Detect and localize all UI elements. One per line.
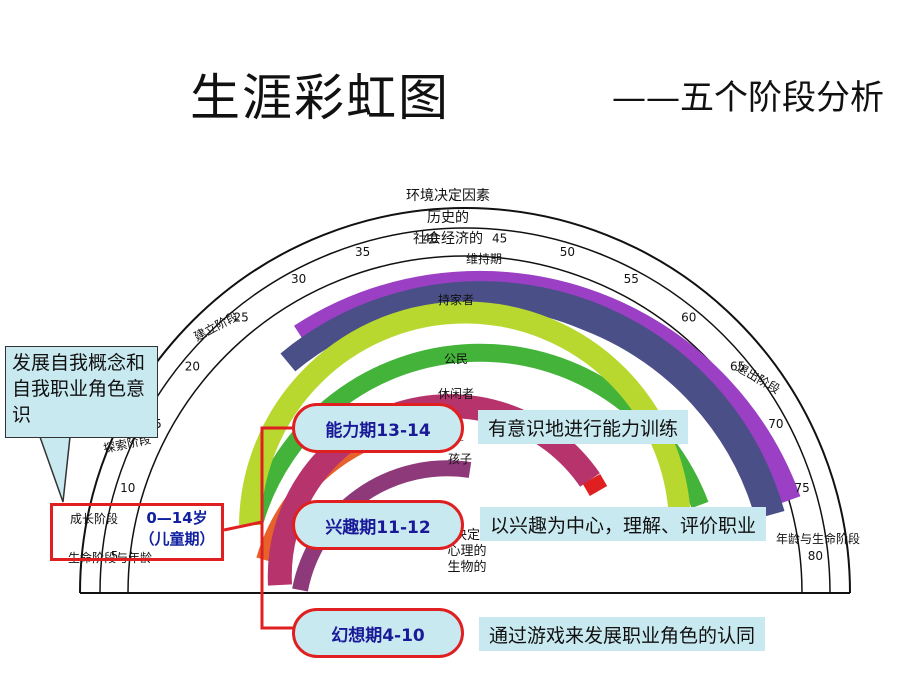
growth-stage-highlight — [50, 503, 224, 561]
interest-period-note: 以兴趣为中心，理解、评价职业 — [480, 507, 767, 541]
page-title: 生涯彩虹图 — [190, 69, 450, 127]
red-marker — [582, 473, 608, 497]
life-stage-right: 年龄与生命阶段 — [776, 531, 860, 546]
age-tick-10: 10 — [120, 481, 135, 495]
age-tick-60: 60 — [681, 310, 696, 324]
age-tick-45: 45 — [492, 232, 507, 246]
age-tick-30: 30 — [291, 272, 306, 286]
capacity-period-note: 有意识地进行能力训练 — [478, 410, 689, 444]
role-child: 孩子 — [448, 452, 472, 466]
self-concept-callout: 发展自我概念和自我职业角色意识 — [5, 346, 158, 438]
life-stage-left: 生命阶段与年龄 — [68, 550, 152, 565]
env-line2: 历史的 — [427, 210, 469, 226]
age-period-name: （儿童期） — [139, 530, 215, 548]
callout-pointer — [38, 436, 71, 503]
age-tick-65: 65 — [730, 359, 745, 373]
personal-line2: 心理的 — [447, 543, 486, 559]
age-range: 0—14岁 — [146, 509, 208, 527]
capacity-period-pill: 能力期13-14 — [292, 403, 464, 453]
age-tick-55: 55 — [624, 272, 639, 286]
role-citizen: 公民 — [444, 352, 468, 366]
age-range-label: 0—14岁 （儿童期） — [132, 508, 222, 550]
role-worker: 工作者 — [438, 331, 474, 345]
period-bracket — [260, 426, 294, 630]
env-line1: 环境决定因素 — [406, 188, 490, 204]
role-homemaker: 持家者 — [438, 292, 474, 307]
period-bracket-link — [223, 520, 263, 532]
child-band-inner — [292, 460, 472, 592]
age-tick-40: 40 — [423, 232, 438, 246]
age-tick-5: 5 — [111, 549, 119, 563]
age-tick-20: 20 — [185, 359, 200, 373]
age-tick-80: 80 — [808, 549, 823, 563]
role-leisurite: 休闲者 — [438, 387, 474, 401]
stage-growth: 成长阶段 — [70, 511, 118, 526]
env-line3: 社会经济的 — [413, 231, 483, 247]
personal-line3: 生物的 — [447, 559, 486, 575]
age-tick-50: 50 — [560, 245, 575, 259]
interest-period-pill: 兴趣期11-12 — [292, 500, 464, 550]
age-tick-25: 25 — [234, 310, 249, 324]
worker-band — [280, 281, 785, 520]
age-tick-70: 70 — [768, 417, 783, 431]
fantasy-period-note: 通过游戏来发展职业角色的认同 — [479, 617, 766, 651]
fantasy-period-pill: 幻想期4-10 — [292, 608, 464, 658]
page-subtitle: ——五个阶段分析 — [612, 78, 884, 118]
age-tick-75: 75 — [795, 481, 810, 495]
stage-maintenance: 维持期 — [466, 251, 502, 266]
age-tick-35: 35 — [355, 245, 370, 259]
